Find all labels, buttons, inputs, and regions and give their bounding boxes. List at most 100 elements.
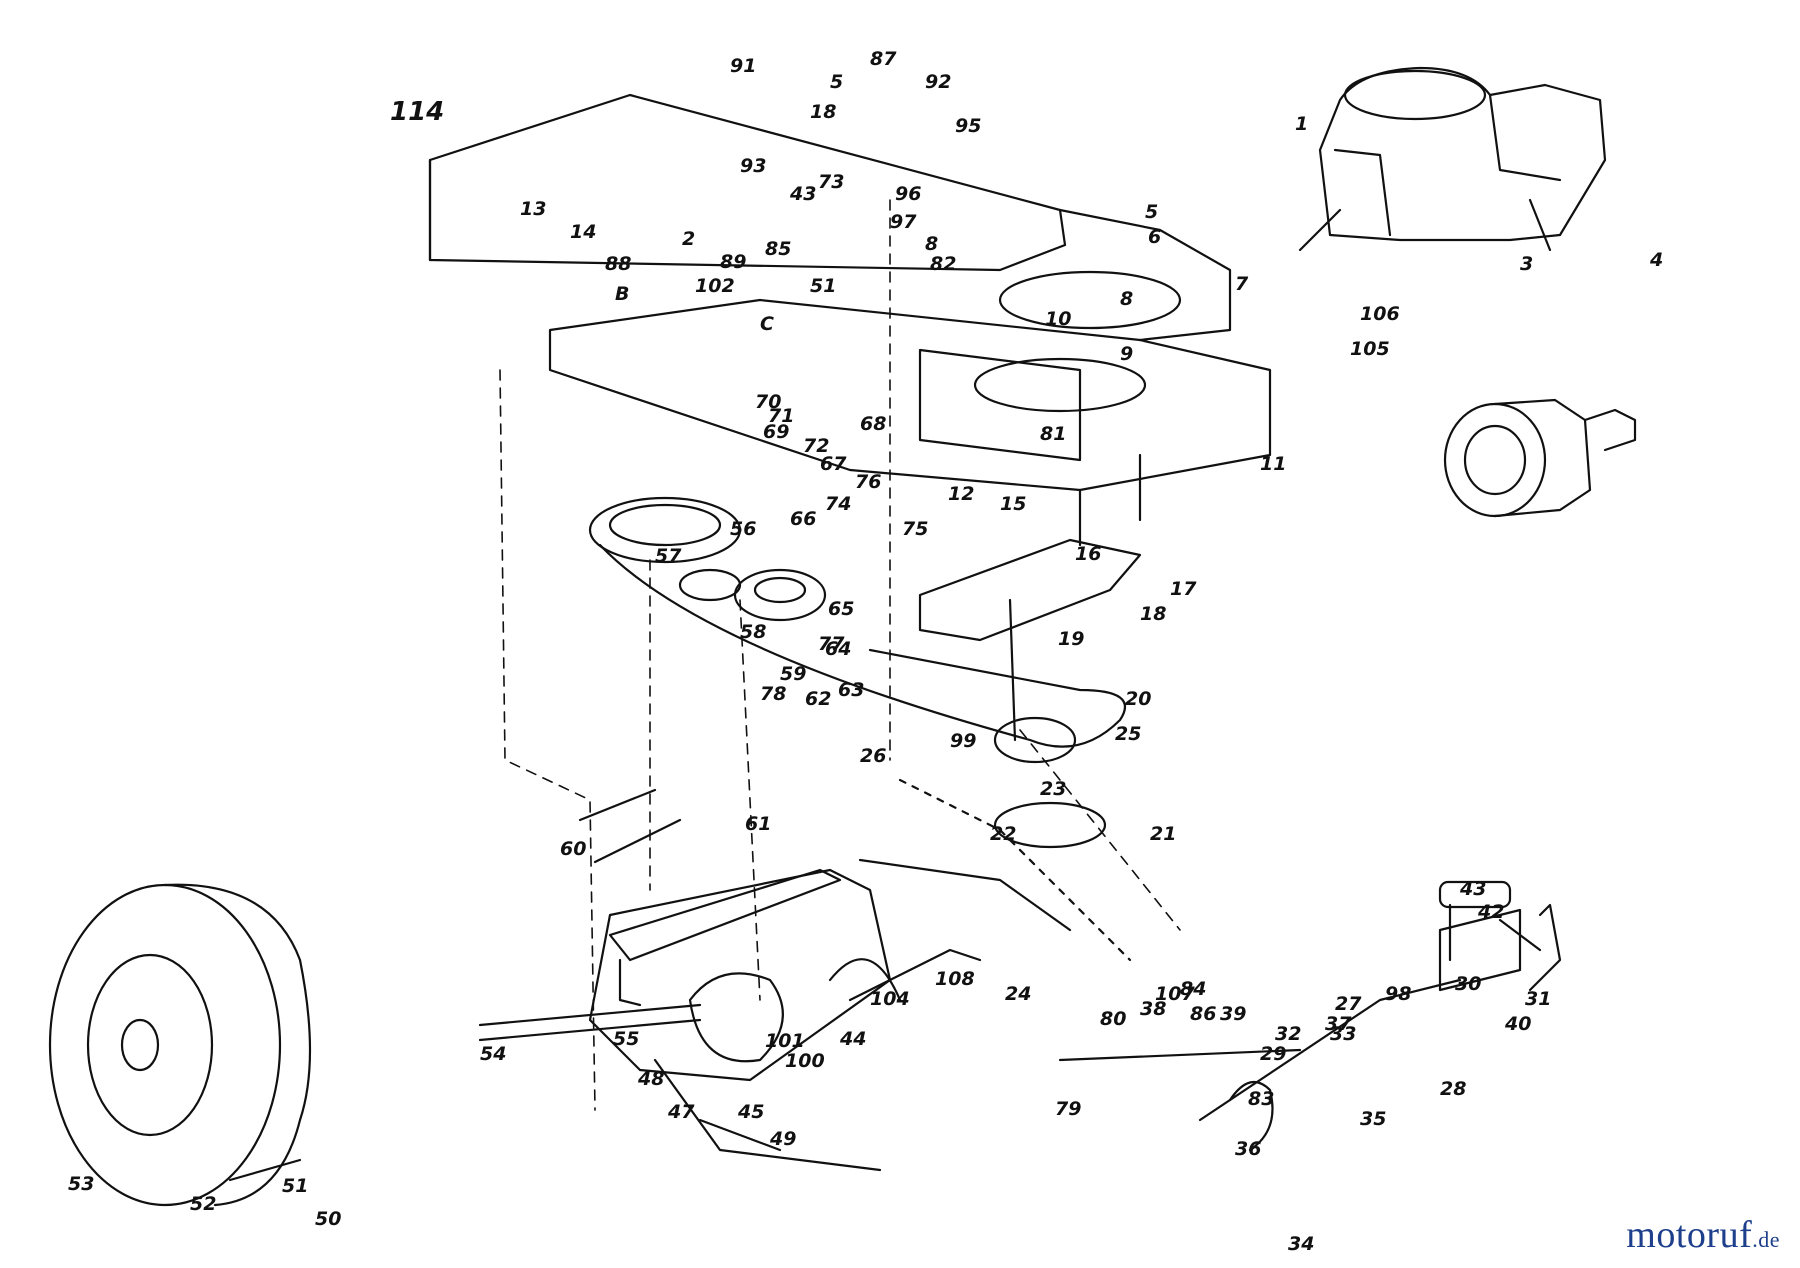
callout-number: 91 (730, 55, 756, 77)
callout-number: 21 (1150, 823, 1176, 845)
callout-number: 8 (925, 233, 938, 255)
watermark: motoruf.de (1626, 1213, 1780, 1257)
callout-number: 76 (855, 471, 881, 493)
callout-number: 61 (745, 813, 771, 835)
callout-number: 100 (785, 1050, 825, 1072)
callout-number: 47 (667, 1101, 695, 1123)
callout-number: 50 (315, 1208, 341, 1230)
callout-number: 42 (1477, 901, 1504, 923)
callout-number: 12 (948, 483, 974, 505)
callout-number: 93 (740, 155, 766, 177)
callout-number: 40 (1504, 1013, 1531, 1035)
callout-number: 20 (1125, 688, 1151, 710)
callout-number: 89 (720, 251, 746, 273)
callout-number: 15 (1000, 493, 1026, 515)
callout-number: 59 (780, 663, 806, 685)
callout-number: 75 (902, 518, 928, 540)
callout-number: 34 (1288, 1233, 1314, 1255)
callout-number: 79 (1055, 1098, 1081, 1120)
callout-number: 3 (1520, 253, 1533, 275)
callout-number: 45 (737, 1101, 764, 1123)
callout-number: 2 (682, 228, 695, 250)
callout-number: 71 (768, 405, 794, 427)
callout-number: 58 (740, 621, 766, 643)
callout-number: 68 (860, 413, 886, 435)
callout-number: 107 (1155, 983, 1195, 1005)
callout-number: 22 (990, 823, 1016, 845)
callout-number: 44 (839, 1028, 866, 1050)
callout-number: 25 (1115, 723, 1141, 745)
callout-number: 97 (890, 211, 917, 233)
callout-number: 37 (1325, 1013, 1352, 1035)
callout-number: 51 (810, 275, 836, 297)
callout-number: 16 (1075, 543, 1101, 565)
callout-number: 96 (895, 183, 921, 205)
callout-number: 48 (637, 1068, 664, 1090)
callout-number: 72 (803, 435, 829, 457)
callout-number: 85 (765, 238, 791, 260)
callout-number: 87 (870, 48, 897, 70)
callout-number: C (760, 313, 774, 335)
callout-number: 4 (1649, 249, 1663, 271)
callout-number: 106 (1360, 303, 1400, 325)
callout-number: 82 (930, 253, 956, 275)
callout-number: B (615, 283, 629, 305)
callout-number: 105 (1350, 338, 1390, 360)
callout-number: 8 (1120, 288, 1133, 310)
callout-number: 23 (1040, 778, 1066, 800)
callout-number: 11 (1260, 453, 1286, 475)
callout-number: 80 (1100, 1008, 1126, 1030)
electric-clutch (1445, 400, 1635, 516)
callout-number: 81 (1040, 423, 1066, 445)
callout-number: 49 (769, 1128, 796, 1150)
chassis-frame (430, 95, 1270, 545)
callout-number: 95 (955, 115, 981, 137)
callout-number: 7 (1235, 273, 1249, 295)
callout-number: 99 (950, 730, 976, 752)
engine (1300, 68, 1605, 250)
callout-number: 98 (1385, 983, 1411, 1005)
callout-number: 54 (480, 1043, 506, 1065)
callout-number: 51 (282, 1175, 308, 1197)
callout-number: 28 (1440, 1078, 1466, 1100)
mounting-bracket (920, 540, 1140, 740)
callout-number: 14 (570, 221, 596, 243)
callout-number: 102 (695, 275, 735, 297)
callout-number: 30 (1455, 973, 1481, 995)
callout-number: 5 (830, 71, 843, 93)
callout-number: 83 (1248, 1088, 1274, 1110)
callout-number: 60 (560, 838, 586, 860)
callout-number: 18 (810, 101, 836, 123)
callout-number: 24 (1005, 983, 1031, 1005)
rear-wheel (50, 885, 310, 1205)
transaxle (480, 870, 980, 1170)
callout-number: 29 (1260, 1043, 1286, 1065)
callout-number: 78 (760, 683, 786, 705)
callout-number: 53 (68, 1173, 94, 1195)
callout-number: 57 (655, 545, 682, 567)
callout-number: 39 (1220, 1003, 1246, 1025)
callout-number: 35 (1360, 1108, 1386, 1130)
callout-number: 1 (1295, 113, 1308, 135)
callout-number: 77 (818, 633, 845, 655)
callout-number: 10 (1045, 308, 1071, 330)
callout-number: 56 (730, 518, 756, 540)
callout-number: 27 (1335, 993, 1362, 1015)
callout-number: 32 (1275, 1023, 1301, 1045)
callout-number: 104 (870, 988, 910, 1010)
support-bar (610, 870, 840, 1005)
callout-number: 86 (1190, 1003, 1216, 1025)
callout-number: 108 (935, 968, 975, 990)
callout-number: 62 (805, 688, 831, 710)
callout-number: 5 (1145, 201, 1158, 223)
callout-number: 66 (790, 508, 816, 530)
callout-number: 26 (860, 745, 886, 767)
callout-number: 114 (390, 97, 444, 127)
callout-number: 65 (828, 598, 854, 620)
callout-number: 101 (765, 1030, 805, 1052)
callout-number: 31 (1525, 988, 1551, 1010)
callout-number: 74 (825, 493, 851, 515)
callout-number: 43 (789, 183, 816, 205)
